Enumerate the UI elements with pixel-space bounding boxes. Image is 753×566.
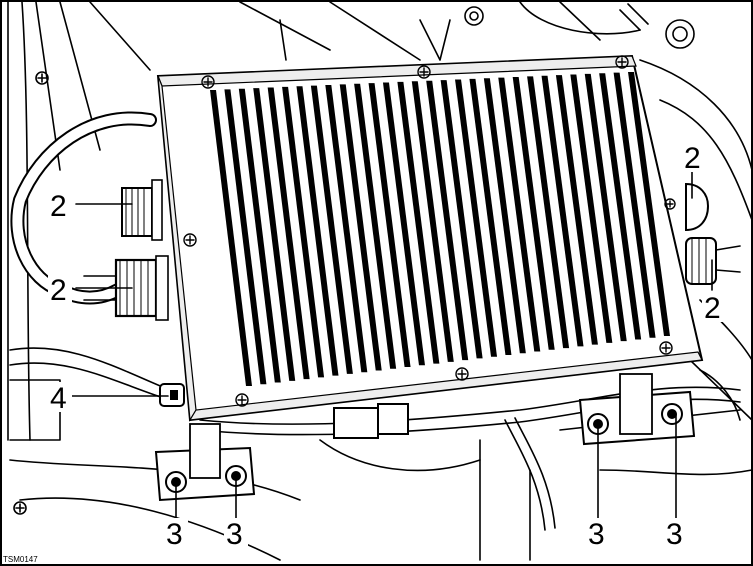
heat-sink-fin bbox=[584, 73, 627, 342]
heat-sink-fin bbox=[541, 75, 584, 347]
heat-sink-fin bbox=[440, 80, 483, 359]
heat-sink-fins bbox=[210, 72, 670, 386]
heat-sink-fin bbox=[512, 76, 555, 350]
callout-c9: 3 bbox=[666, 518, 683, 551]
callout-c6: 3 bbox=[166, 518, 183, 551]
heat-sink-fin bbox=[483, 78, 526, 354]
heat-sink-fin bbox=[613, 72, 656, 338]
figure-id: TSM0147 bbox=[3, 555, 38, 564]
heat-sink-fin bbox=[599, 73, 642, 340]
heat-sink-fin bbox=[527, 76, 570, 349]
heat-sink-fin bbox=[368, 83, 411, 368]
heat-sink-fin bbox=[469, 78, 512, 355]
heat-sink-fin bbox=[354, 83, 397, 369]
callout-c7: 3 bbox=[226, 518, 243, 551]
heat-sink-fin bbox=[282, 86, 325, 378]
heat-sink-fin bbox=[210, 90, 252, 386]
heat-sink-fin bbox=[267, 87, 310, 380]
heat-sink-fin bbox=[382, 82, 425, 366]
heat-sink-fin bbox=[426, 80, 469, 361]
heat-sink-fin bbox=[224, 89, 267, 385]
heat-sink-fin bbox=[411, 81, 454, 362]
callout-c4: 2 bbox=[704, 292, 721, 325]
heat-sink-fin bbox=[310, 85, 353, 374]
connector-small bbox=[159, 383, 185, 407]
callout-c1: 2 bbox=[50, 190, 67, 223]
wiring-harness bbox=[9, 111, 741, 531]
heat-sink-fin bbox=[455, 79, 498, 357]
heat-sink-fin bbox=[253, 88, 296, 381]
heat-sink-fin bbox=[325, 85, 368, 373]
heat-sink-fin bbox=[339, 84, 382, 371]
mounting-bracket-right bbox=[578, 373, 696, 446]
heat-sink-fin bbox=[498, 77, 541, 352]
heat-sink-fin bbox=[555, 75, 598, 345]
callout-labels: 2 2 2 2 4 3 3 3 3 bbox=[48, 142, 726, 551]
control-module bbox=[156, 54, 704, 422]
callout-c2: 2 bbox=[50, 274, 67, 307]
callout-c3: 2 bbox=[684, 142, 701, 175]
callout-c8: 3 bbox=[588, 518, 605, 551]
leader-lines bbox=[71, 171, 713, 519]
heat-sink-fin bbox=[296, 86, 339, 376]
heat-sink-fin bbox=[628, 72, 670, 336]
connector-right-lower bbox=[685, 237, 741, 285]
connector-upper-left bbox=[121, 179, 163, 241]
heat-sink-fin bbox=[397, 81, 440, 364]
heat-sink-fin bbox=[238, 88, 281, 383]
inline-connector bbox=[333, 403, 409, 439]
callout-c5: 4 bbox=[50, 382, 67, 415]
module-screws bbox=[183, 55, 676, 407]
heat-sink-fin bbox=[570, 74, 613, 343]
